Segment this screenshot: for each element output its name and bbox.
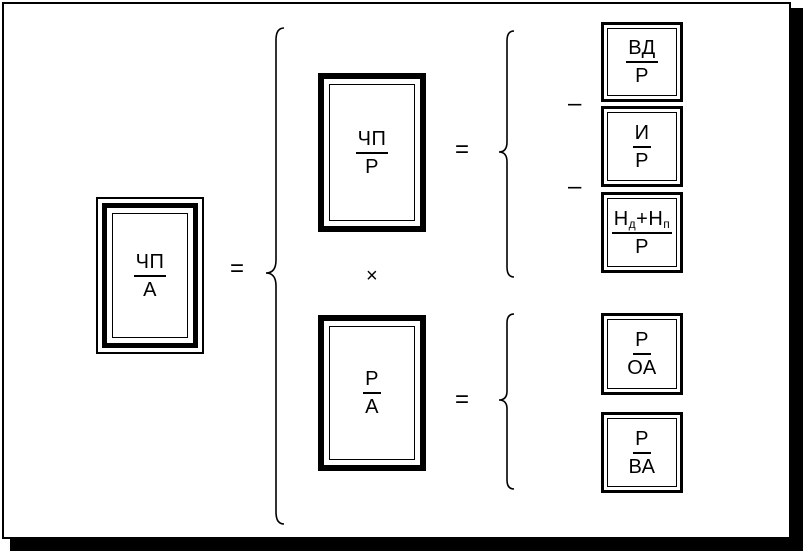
equals-sign-upper: =	[455, 136, 470, 163]
box-frame-inner	[112, 213, 188, 338]
fraction-asset-turnover: Р А	[324, 367, 420, 419]
multiply-sign: ×	[366, 265, 378, 287]
fraction-oa: Р ОА	[604, 328, 680, 380]
box-frame-inner	[607, 112, 677, 181]
box-i-to-revenue: И Р	[601, 106, 683, 187]
box-frame-inner	[607, 418, 677, 487]
numerator-plus: +	[636, 207, 649, 230]
fraction-denominator: Р	[635, 149, 649, 172]
numerator-subscript-1: д	[628, 216, 637, 231]
frame-shadow-bottom	[10, 539, 803, 551]
brace-main	[265, 27, 285, 525]
equals-sign-lower: =	[455, 386, 470, 413]
fraction-numerator: Р	[633, 427, 651, 454]
box-frame-thick	[102, 203, 198, 348]
fraction-denominator: А	[365, 396, 379, 418]
numerator-part-2: Н	[648, 207, 664, 230]
minus-sign-2: –	[568, 173, 582, 200]
box-taxes-to-revenue: Нд+Нп Р	[601, 192, 683, 273]
box-revenue-to-current-assets: Р ОА	[601, 313, 683, 395]
frame-shadow-right	[791, 8, 803, 551]
brace-upper	[498, 30, 515, 278]
box-net-profit-to-assets: ЧП А	[96, 197, 204, 354]
box-revenue-to-assets: Р А	[318, 315, 426, 471]
box-revenue-to-noncurrent-assets: Р ВА	[601, 412, 683, 493]
box-frame-inner	[607, 319, 677, 389]
fraction-numerator: Нд+Нп	[611, 207, 673, 234]
fraction-denominator: Р	[365, 155, 379, 178]
brace-lower	[498, 313, 515, 490]
fraction-numerator: ЧП	[355, 127, 389, 154]
numerator-subscript-2: п	[663, 216, 671, 231]
fraction-numerator: ВД	[626, 36, 658, 63]
fraction-denominator: Р	[635, 65, 649, 87]
fraction-denominator: А	[143, 278, 157, 301]
fraction-i: И Р	[604, 121, 680, 173]
fraction-profit-margin: ЧП Р	[324, 127, 420, 179]
fraction-numerator: Р	[633, 328, 651, 355]
numerator-part-1: Н	[613, 207, 629, 230]
box-frame-inner	[329, 326, 415, 460]
fraction-numerator: ЧП	[133, 250, 167, 277]
box-net-profit-to-revenue: ЧП Р	[318, 73, 426, 232]
fraction-va: Р ВА	[604, 427, 680, 479]
fraction-numerator: И	[632, 121, 652, 148]
fraction-numerator: Р	[363, 367, 381, 394]
fraction-root: ЧП А	[98, 250, 202, 302]
fraction-denominator: Р	[635, 235, 649, 258]
box-frame-inner	[607, 28, 677, 96]
fraction-denominator: ОА	[627, 357, 657, 379]
fraction-vd: ВД Р	[604, 36, 680, 88]
fraction-taxes: Нд+Нп Р	[604, 207, 680, 259]
box-frame-inner	[607, 198, 677, 267]
box-frame-inner	[329, 84, 415, 221]
fraction-denominator: ВА	[628, 455, 656, 478]
minus-sign-1: –	[568, 90, 582, 117]
box-vd-to-revenue: ВД Р	[601, 22, 683, 102]
equals-sign-main: =	[230, 255, 245, 282]
